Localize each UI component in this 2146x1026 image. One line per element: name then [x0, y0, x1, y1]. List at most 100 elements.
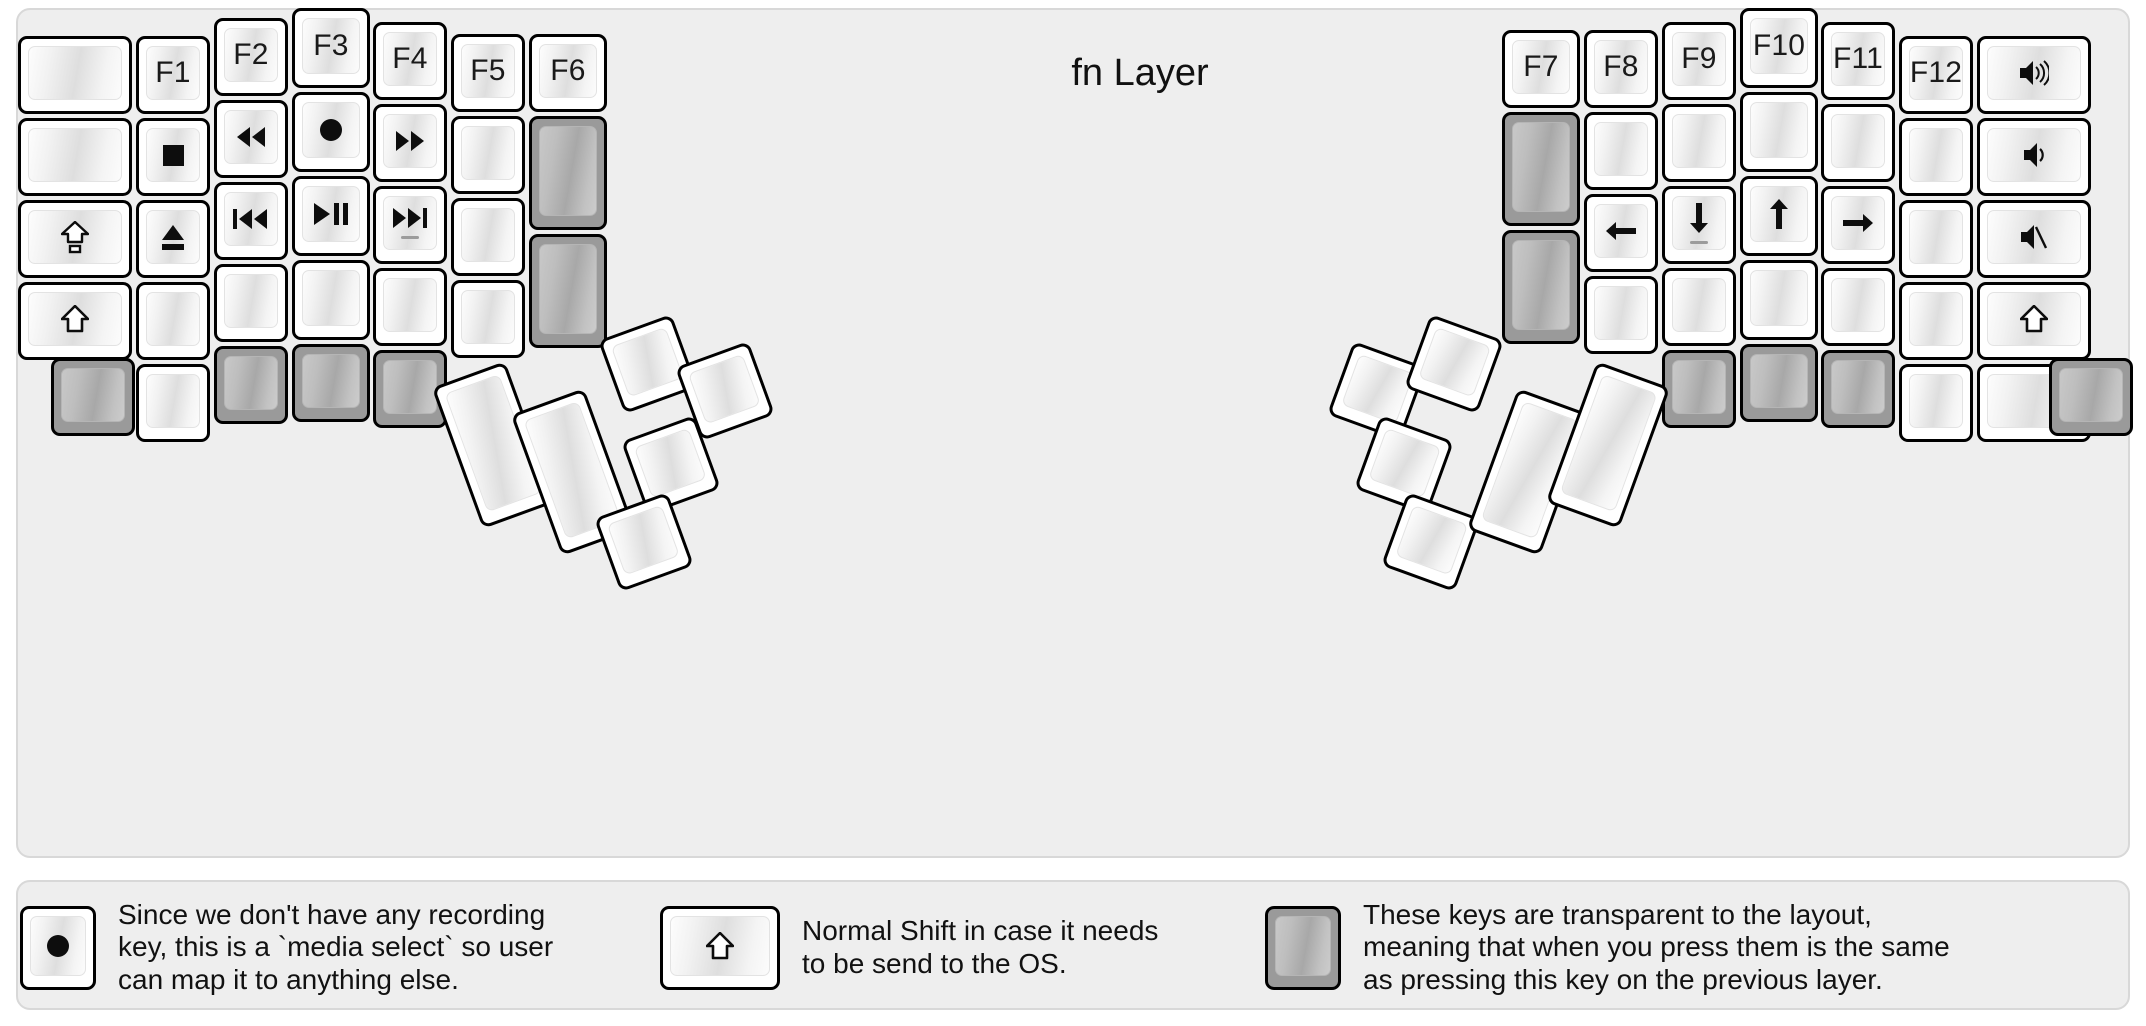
- key-left-index-inner-2[interactable]: [451, 116, 525, 194]
- legend-panel: [16, 880, 2130, 1010]
- key-left-index-4[interactable]: [373, 268, 447, 346]
- keycap-face: [1275, 915, 1331, 976]
- keycap-label: F1: [155, 56, 191, 89]
- keycap-face: [1672, 278, 1726, 332]
- keycap-face: [1750, 186, 1808, 242]
- key-left-index-inner-3[interactable]: [451, 198, 525, 276]
- keycap-face: [146, 210, 200, 264]
- key-left-ring-1[interactable]: F2: [214, 18, 288, 96]
- key-right-index-inner-3[interactable]: [1502, 230, 1580, 344]
- key-right-index-3[interactable]: [1584, 194, 1658, 272]
- keycap-face: F7: [1512, 40, 1570, 94]
- key-right-pinky-4[interactable]: [1821, 268, 1895, 346]
- key-left-middle-4[interactable]: [292, 260, 370, 340]
- keycap-face: [383, 278, 437, 332]
- capslock-icon: [61, 220, 89, 254]
- key-left-ring-2[interactable]: [214, 100, 288, 178]
- key-right-outer-extra-4[interactable]: [1977, 282, 2091, 360]
- key-right-index-2[interactable]: [1584, 112, 1658, 190]
- volume-mute-icon: [2020, 223, 2048, 251]
- key-left-pinky-5[interactable]: [136, 364, 210, 442]
- legend-description: Since we don't have any recording key, t…: [118, 898, 554, 995]
- key-right-pinky-2[interactable]: [1821, 104, 1895, 182]
- keycap-label: F11: [1832, 42, 1884, 75]
- play-pause-icon: [313, 202, 349, 226]
- key-right-ring-3[interactable]: [1740, 176, 1818, 256]
- key-left-inner-extra-3[interactable]: [529, 234, 607, 348]
- keycap-face: [61, 368, 125, 422]
- key-left-pinky-outer-1[interactable]: [18, 36, 132, 114]
- key-right-outer-extra-2[interactable]: [1977, 118, 2091, 196]
- keycap-face: [28, 210, 122, 264]
- key-right-pinky-outer-2[interactable]: [1899, 118, 1973, 196]
- keycap-face: [146, 374, 200, 428]
- key-right-pinky-outer-4[interactable]: [1899, 282, 1973, 360]
- shift-icon: [706, 931, 734, 960]
- key-left-inner-extra-1[interactable]: F6: [529, 34, 607, 112]
- key-left-pinky-2[interactable]: [136, 118, 210, 196]
- homing-bump-indicator: [401, 236, 419, 239]
- key-left-middle-5[interactable]: [292, 344, 370, 422]
- key-left-pinky-bottom-extra-1[interactable]: [51, 358, 135, 436]
- key-left-pinky-outer-2[interactable]: [18, 118, 132, 196]
- key-left-ring-3[interactable]: [214, 182, 288, 260]
- keycap-face: [383, 360, 437, 414]
- keycap-face: [1831, 360, 1885, 414]
- keycap-face: [1594, 286, 1648, 340]
- keycap-face: [28, 292, 122, 346]
- key-right-pinky-1[interactable]: F11: [1821, 22, 1895, 100]
- key-right-middle-2[interactable]: [1662, 104, 1736, 182]
- keycap-face: [1750, 270, 1808, 326]
- key-right-ring-5[interactable]: [1740, 344, 1818, 422]
- key-left-pinky-outer-3[interactable]: [18, 200, 132, 278]
- keycap-face: [28, 46, 122, 100]
- key-left-middle-3[interactable]: [292, 176, 370, 256]
- key-right-middle-5[interactable]: [1662, 350, 1736, 428]
- key-right-pinky-outer-1[interactable]: F12: [1899, 36, 1973, 114]
- key-left-pinky-outer-4[interactable]: [18, 282, 132, 360]
- key-right-index-inner-2[interactable]: [1502, 112, 1580, 226]
- key-right-index-inner-1[interactable]: F7: [1502, 30, 1580, 108]
- key-left-index-2[interactable]: [373, 104, 447, 182]
- key-right-ring-1[interactable]: F10: [1740, 8, 1818, 88]
- keycap-label: F7: [1523, 50, 1559, 83]
- key-right-middle-1[interactable]: F9: [1662, 22, 1736, 100]
- key-right-ring-2[interactable]: [1740, 92, 1818, 172]
- key-right-pinky-outer-3[interactable]: [1899, 200, 1973, 278]
- key-left-index-1[interactable]: F4: [373, 22, 447, 100]
- key-right-index-1[interactable]: F8: [1584, 30, 1658, 108]
- key-left-index-inner-4[interactable]: [451, 280, 525, 358]
- key-left-ring-5[interactable]: [214, 346, 288, 424]
- record-icon: [45, 933, 71, 959]
- key-left-middle-2[interactable]: [292, 92, 370, 172]
- key-left-pinky-4[interactable]: [136, 282, 210, 360]
- key-right-pinky-3[interactable]: [1821, 186, 1895, 264]
- key-right-outer-extra-3[interactable]: [1977, 200, 2091, 278]
- key-left-inner-extra-2[interactable]: [529, 116, 607, 230]
- key-left-middle-1[interactable]: F3: [292, 8, 370, 88]
- key-right-outer-extra-1[interactable]: [1977, 36, 2091, 114]
- key-left-index-inner-1[interactable]: F5: [451, 34, 525, 112]
- key-right-middle-4[interactable]: [1662, 268, 1736, 346]
- homing-bump-indicator: [1690, 241, 1708, 244]
- key-left-index-3[interactable]: [373, 186, 447, 264]
- keycap-face: [28, 128, 122, 182]
- next-track-icon: [392, 207, 428, 239]
- key-left-pinky-3[interactable]: [136, 200, 210, 278]
- key-right-middle-3[interactable]: [1662, 186, 1736, 264]
- key-right-index-4[interactable]: [1584, 276, 1658, 354]
- keycap-face: [224, 110, 278, 164]
- keycap-face: [302, 102, 360, 158]
- keycap-face: [1750, 354, 1808, 408]
- keycap-face: F2: [224, 28, 278, 82]
- key-right-outer-bottom-extra-1[interactable]: [2049, 358, 2133, 436]
- keycap-face: F9: [1672, 32, 1726, 86]
- legend-key-sample: [1265, 905, 1341, 990]
- key-right-pinky-5[interactable]: [1821, 350, 1895, 428]
- key-left-ring-4[interactable]: [214, 264, 288, 342]
- keycap-face: [1909, 128, 1963, 182]
- key-right-pinky-outer-5[interactable]: [1899, 364, 1973, 442]
- prev-track-icon: [233, 208, 269, 230]
- key-left-pinky-1[interactable]: F1: [136, 36, 210, 114]
- key-right-ring-4[interactable]: [1740, 260, 1818, 340]
